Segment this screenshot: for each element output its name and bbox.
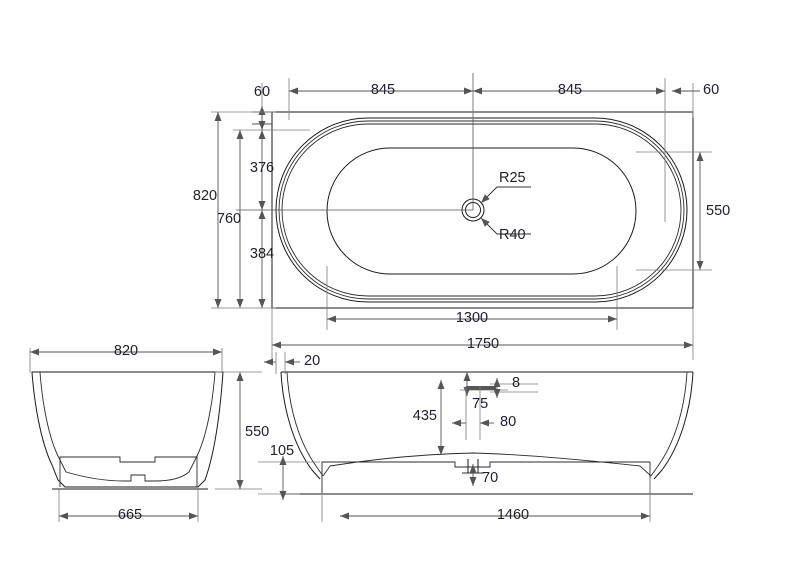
front-view-basin-floor	[322, 452, 652, 477]
dim-760-label: 760	[217, 211, 241, 227]
top-view-1750-dimension: 1750	[271, 308, 694, 360]
side-view-550-dimension: 550	[215, 371, 269, 490]
side-view-outer-profile	[31, 371, 224, 488]
dim-665-label: 665	[118, 507, 142, 523]
dim-845-right-label: 845	[558, 82, 582, 98]
dim-376-label: 376	[250, 160, 274, 176]
front-view-right-inner-wall	[650, 371, 688, 477]
top-view-basin-outline	[326, 147, 637, 275]
front-view-435-dimension: 435	[413, 380, 445, 455]
front-view-left-outer-wall	[280, 371, 321, 480]
r25-label: R25	[499, 170, 526, 186]
front-elevation-group: 20 435 75 8 80	[258, 352, 694, 523]
dim-20-label: 20	[304, 353, 320, 369]
front-view-80-dimension: 80	[452, 386, 516, 440]
front-view-105-dimension: 105	[258, 443, 320, 500]
side-view-base-plinth	[59, 456, 198, 487]
dim-435-label: 435	[413, 408, 437, 424]
side-view-inner-left-wall	[39, 371, 67, 473]
dim-550-top-right-label: 550	[706, 203, 730, 219]
dim-820-side-label: 820	[114, 343, 138, 359]
top-view-1300-dimension: 1300	[326, 266, 618, 330]
side-elevation-group: 820 665 550	[29, 343, 269, 523]
dim-105-label: 105	[270, 443, 294, 459]
dim-1300-label: 1300	[456, 310, 488, 326]
front-view-right-outer-wall	[653, 371, 694, 480]
dim-80-label: 80	[500, 414, 516, 430]
top-view-depth-dimension-chain: 820 760 376 384	[193, 111, 310, 309]
r40-leader-line	[480, 217, 531, 235]
rim-thickness-block	[466, 386, 496, 390]
r40-label: R40	[499, 227, 526, 243]
front-view-8-dimension: 8	[466, 375, 538, 398]
dim-1460-label: 1460	[497, 507, 529, 523]
dim-384-label: 384	[250, 246, 274, 262]
dim-8-label: 8	[512, 375, 520, 391]
dim-820-label: 820	[193, 188, 217, 204]
dim-845-left-label: 845	[371, 82, 395, 98]
dim-60-right-label: 60	[703, 82, 719, 98]
callout-r40: R40	[480, 217, 531, 243]
front-view-20-dimension: 20	[264, 352, 320, 374]
front-view-70-dimension: 70	[469, 464, 498, 486]
callout-r25: R25	[480, 170, 531, 204]
front-view-1460-dimension: 1460	[321, 478, 651, 523]
side-view-inner-right-wall	[188, 371, 216, 473]
dim-1750-label: 1750	[467, 336, 499, 352]
top-view-width-dimension-chain: 845 845 60 60	[252, 78, 719, 222]
side-view-820-dimension: 820	[29, 343, 223, 373]
front-view-left-inner-wall	[286, 371, 324, 477]
top-view-right-550-dimension: 550	[636, 151, 730, 271]
side-view-665-dimension: 665	[58, 489, 199, 523]
dim-60-left-label: 60	[254, 84, 270, 100]
r25-leader-line	[480, 186, 531, 204]
dim-550-side-label: 550	[245, 424, 269, 440]
side-view-basin-floor	[65, 471, 190, 482]
top-view-group: R25 R40 845 845 60	[193, 73, 730, 360]
dim-70-label: 70	[482, 470, 498, 486]
